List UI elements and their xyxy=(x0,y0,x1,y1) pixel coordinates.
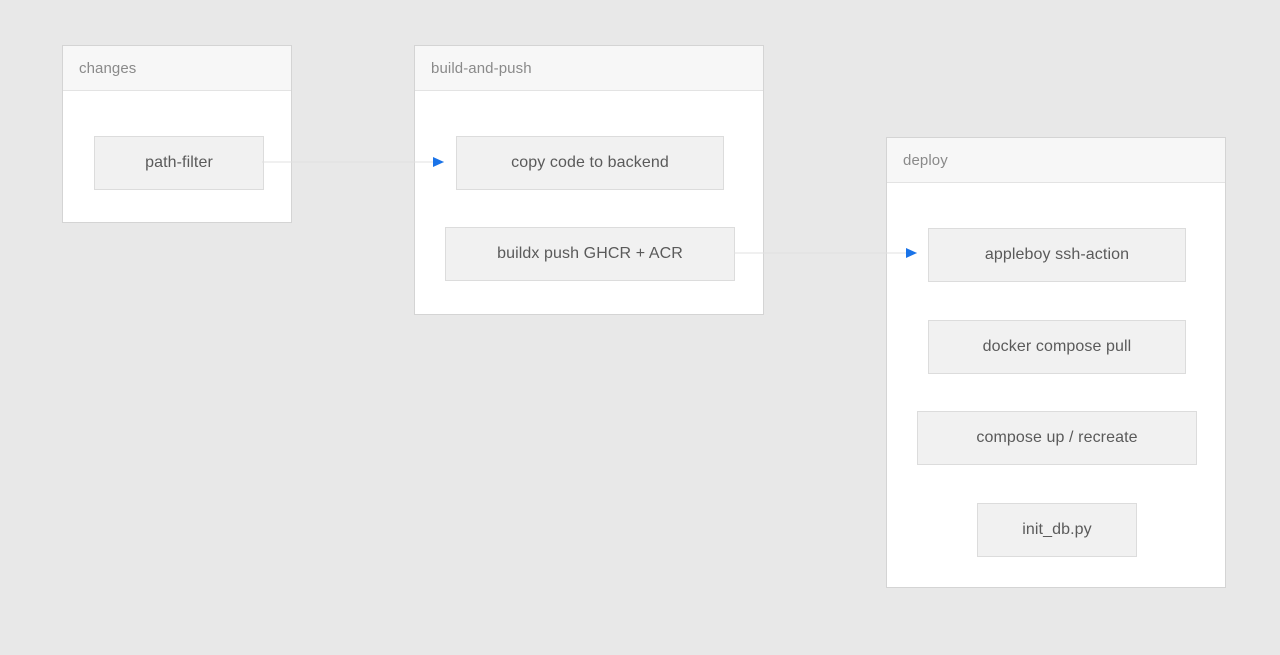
node-label-buildx-push-ghcr-acr: buildx push GHCR + ACR xyxy=(497,245,683,262)
node-docker-compose-pull[interactable]: docker compose pull xyxy=(928,320,1186,374)
node-path-filter[interactable]: path-filter xyxy=(94,136,264,190)
node-label-appleboy-ssh-action: appleboy ssh-action xyxy=(984,246,1130,263)
cluster-title-changes: changes xyxy=(79,59,137,77)
node-label-init-db-py: init_db.py xyxy=(1022,521,1092,538)
cluster-title-deploy: deploy xyxy=(903,151,948,169)
node-init-db-py[interactable]: init_db.py xyxy=(977,503,1137,557)
node-label-path-filter: path-filter xyxy=(145,154,213,171)
cluster-deploy: deploy appleboy ssh-action docker compose … xyxy=(886,137,1226,588)
node-compose-up-recreate[interactable]: compose up / recreate xyxy=(917,411,1197,465)
node-buildx-push-ghcr-acr[interactable]: buildx push GHCR + ACR xyxy=(445,227,735,281)
node-copy-code-to-backend[interactable]: copy code to backend xyxy=(456,136,724,190)
cluster-body-changes: path-filter xyxy=(63,91,291,224)
node-label-compose-up-recreate: compose up / recreate xyxy=(976,429,1138,446)
node-label-docker-compose-pull: docker compose pull xyxy=(982,338,1132,355)
cluster-changes: changes path-filter xyxy=(62,45,292,223)
cluster-body-build-and-push: copy code to backend buildx push GHCR + A… xyxy=(415,91,763,316)
node-appleboy-ssh-action[interactable]: appleboy ssh-action xyxy=(928,228,1186,282)
cluster-header-build-and-push: build-and-push xyxy=(415,46,763,91)
cluster-header-changes: changes xyxy=(63,46,291,91)
cluster-header-deploy: deploy xyxy=(887,138,1225,183)
node-label-copy-code-to-backend: copy code to backend xyxy=(511,154,669,171)
cluster-build-and-push: build-and-push copy code to backend buildx… xyxy=(414,45,764,315)
cluster-title-build-and-push: build-and-push xyxy=(431,59,532,77)
cluster-body-deploy: appleboy ssh-action docker compose pull co… xyxy=(887,183,1225,589)
